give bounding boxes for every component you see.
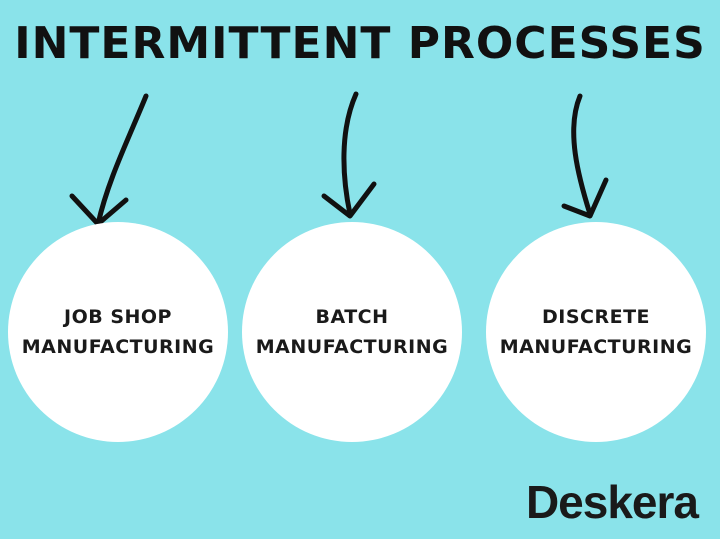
diagram-title: INTERMITTENT PROCESSES bbox=[14, 18, 706, 69]
batch-node: BATCH MANUFACTURING bbox=[242, 222, 462, 442]
batch-label-line2: MANUFACTURING bbox=[255, 336, 449, 358]
arrow-to-job-shop bbox=[69, 93, 149, 227]
arrow-to-batch bbox=[321, 91, 377, 219]
deskera-logo: Deskera bbox=[525, 476, 699, 528]
job-shop-label-line2: MANUFACTURING bbox=[21, 336, 215, 358]
job-shop-label-line1: JOB SHOP bbox=[64, 306, 172, 328]
discrete-label-line2: MANUFACTURING bbox=[499, 336, 693, 358]
job-shop-node: JOB SHOP MANUFACTURING bbox=[8, 222, 228, 442]
discrete-label-line1: DISCRETE bbox=[541, 306, 651, 328]
batch-label-line1: BATCH bbox=[315, 306, 389, 328]
arrow-to-discrete bbox=[561, 93, 609, 219]
discrete-node: DISCRETE MANUFACTURING bbox=[486, 222, 706, 442]
